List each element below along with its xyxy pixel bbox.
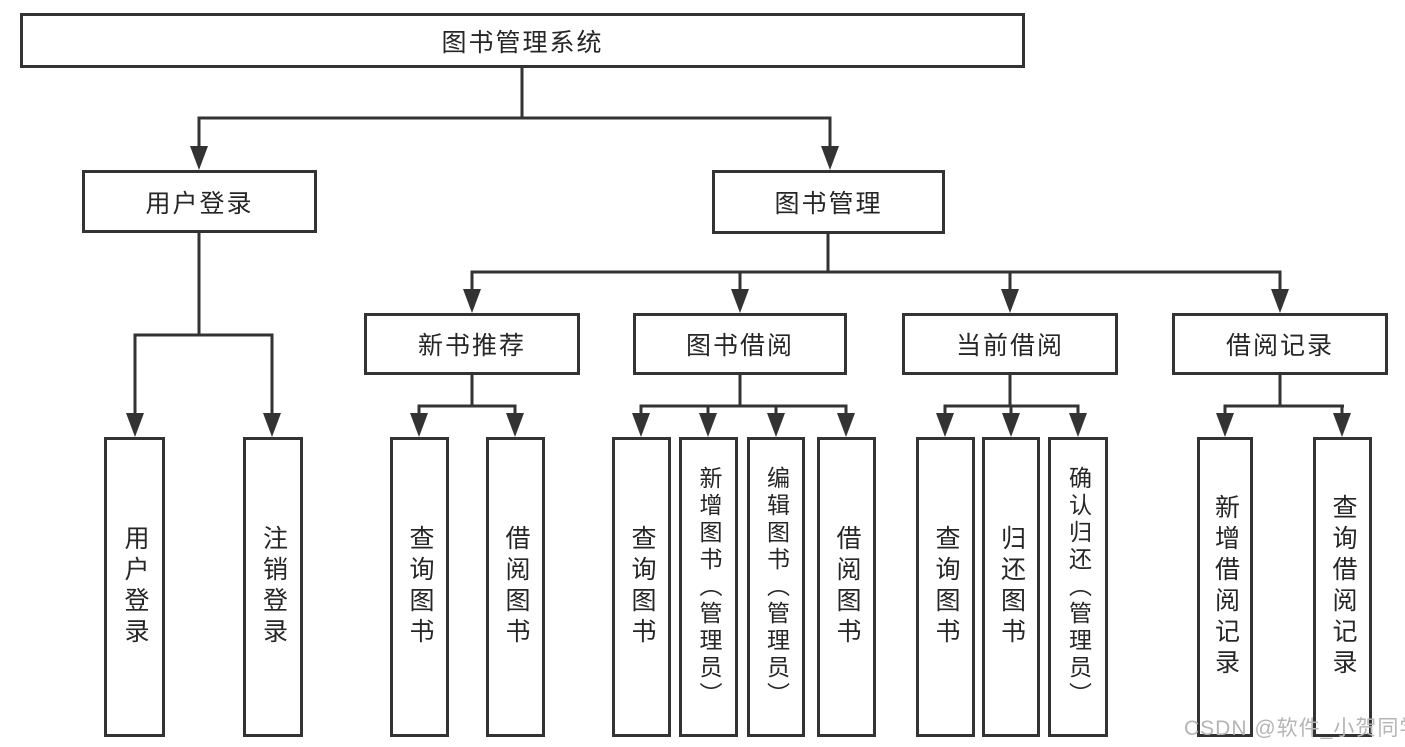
leaf-label: 编辑图书（管理员） (763, 465, 790, 709)
leaf-return-books: 归还图书 (982, 437, 1040, 737)
node-label: 当前借阅 (955, 332, 1064, 360)
leaf-confirm-return-admin: 确认归还（管理员） (1048, 437, 1108, 737)
node-label: 借阅记录 (1225, 332, 1334, 360)
leaf-edit-book-admin: 编辑图书（管理员） (747, 437, 805, 737)
leaf-query-borrow-record: 查询借阅记录 (1313, 437, 1372, 737)
node-book-borrowing: 图书借阅 (633, 313, 847, 375)
leaf-label: 归还图书 (997, 525, 1026, 649)
leaf-label: 查询图书 (628, 525, 656, 649)
leaf-label: 查询图书 (932, 525, 960, 649)
node-library-management-system: 图书管理系统 (20, 13, 1025, 68)
leaf-query-books-3: 查询图书 (916, 437, 975, 737)
leaf-borrow-books-1: 借阅图书 (486, 437, 545, 737)
leaf-query-books-1: 查询图书 (390, 437, 449, 737)
node-current-borrowing: 当前借阅 (902, 313, 1118, 375)
node-borrowing-records: 借阅记录 (1172, 313, 1388, 375)
node-new-book-recommend: 新书推荐 (364, 313, 580, 375)
node-label: 用户登录 (145, 189, 254, 218)
leaf-label: 查询图书 (406, 525, 434, 649)
leaf-label: 查询借阅记录 (1329, 494, 1357, 680)
node-label: 图书管理系统 (441, 28, 604, 57)
node-label: 新书推荐 (417, 332, 526, 360)
leaf-label: 新增借阅记录 (1211, 494, 1240, 680)
leaf-add-borrow-record: 新增借阅记录 (1197, 437, 1253, 737)
leaf-user-login: 用户登录 (104, 437, 165, 737)
leaf-label: 注销登录 (259, 525, 288, 649)
leaf-label: 新增图书（管理员） (696, 465, 722, 709)
leaf-label: 借阅图书 (833, 525, 861, 649)
leaf-borrow-books-2: 借阅图书 (817, 437, 876, 737)
leaf-add-book-admin: 新增图书（管理员） (679, 437, 738, 737)
leaf-logout: 注销登录 (243, 437, 303, 737)
node-label: 图书管理 (774, 190, 883, 218)
csdn-watermark: CSDN @软件_小贺同学 (1184, 717, 1405, 740)
leaf-label: 确认归还（管理员） (1065, 465, 1092, 709)
node-user-login: 用户登录 (82, 170, 317, 233)
node-label: 图书借阅 (685, 332, 794, 360)
leaf-query-books-2: 查询图书 (612, 437, 671, 737)
leaf-label: 用户登录 (121, 525, 149, 649)
leaf-label: 借阅图书 (502, 525, 530, 649)
node-book-management: 图书管理 (712, 170, 945, 234)
